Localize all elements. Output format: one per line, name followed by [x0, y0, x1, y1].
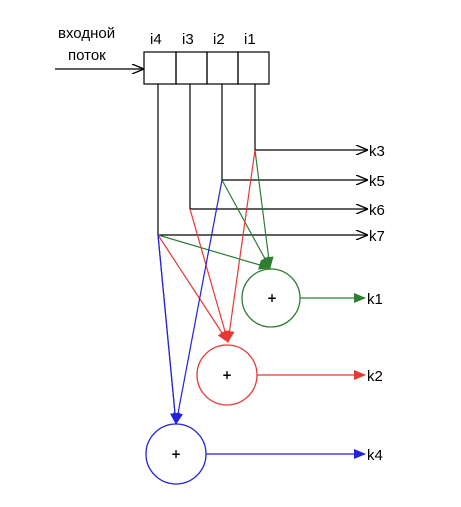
output-label-k5: k5	[369, 173, 385, 190]
register-label-i1: i1	[244, 31, 256, 48]
red-link-i3	[189, 208, 230, 343]
adder-green-plus: +	[267, 291, 277, 305]
output-label-k3: k3	[369, 143, 385, 160]
green-link-i4	[157, 234, 271, 270]
adder-blue-plus: +	[171, 447, 181, 461]
register-label-i3: i3	[182, 31, 194, 48]
register-cell-i3	[175, 51, 208, 85]
register-label-i2: i2	[213, 31, 225, 48]
output-label-k2: k2	[367, 368, 383, 385]
register-cell-i4	[143, 51, 177, 85]
adder-red-plus: +	[222, 368, 232, 382]
green-link-i1	[254, 149, 274, 269]
input-label-line2: поток	[68, 47, 106, 64]
output-label-k7: k7	[369, 228, 385, 245]
register-cell-i1	[237, 51, 270, 85]
output-label-k4: k4	[367, 447, 383, 464]
blue-link-i2	[173, 179, 223, 425]
green-link-i2	[221, 179, 271, 269]
red-link-i1	[224, 149, 256, 343]
register-cell-i2	[206, 51, 239, 85]
red-link-i4	[157, 234, 229, 343]
input-label-line1: входной	[58, 25, 115, 42]
blue-link-i4b	[157, 234, 177, 425]
output-label-k1: k1	[367, 291, 383, 308]
output-label-k6: k6	[369, 202, 385, 219]
register-label-i4: i4	[150, 31, 162, 48]
